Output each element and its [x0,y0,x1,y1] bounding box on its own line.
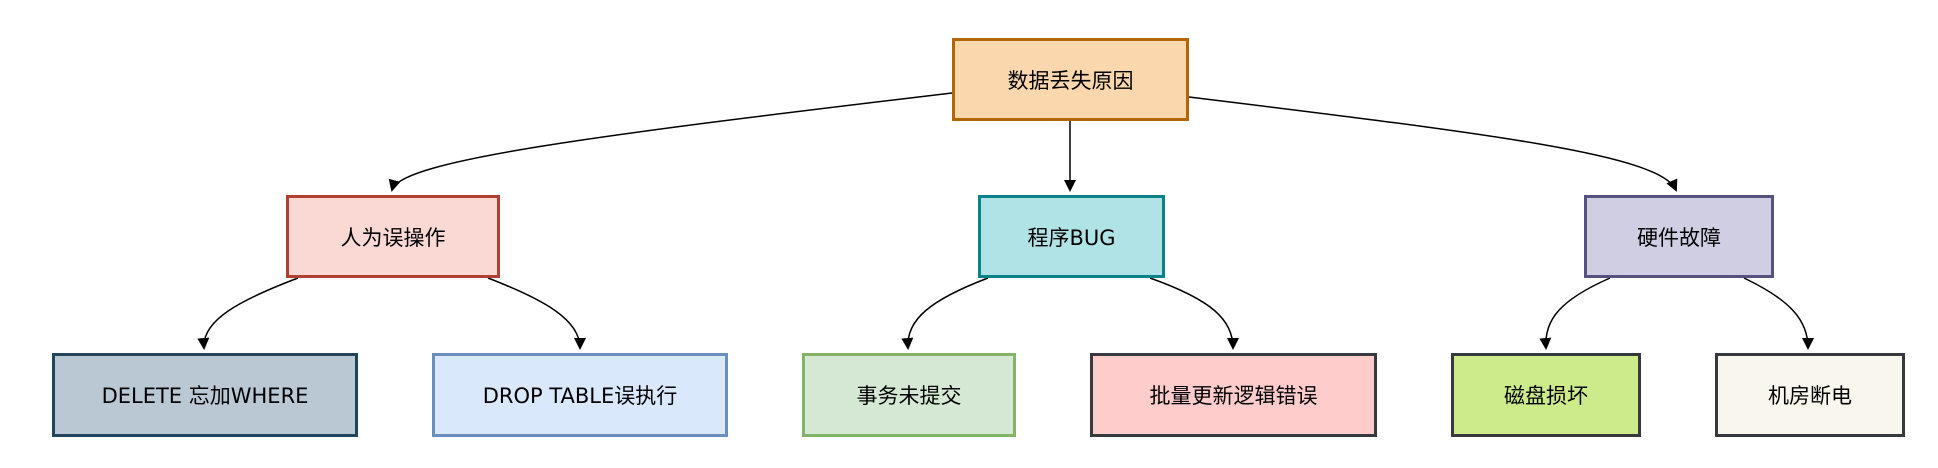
edge-program-bug-to-txn [901,277,989,350]
node-label: 人为误操作 [340,225,446,250]
node-transaction-not-committed: 事务未提交 [802,353,1016,437]
node-label: 事务未提交 [856,384,962,408]
edge-human-error-to-drop-table [487,277,586,350]
node-label: 程序BUG [1027,225,1116,250]
edge-hardware-to-power [1743,277,1814,350]
edge-hardware-to-disk [1539,277,1611,350]
node-program-bug: 程序BUG [978,195,1165,278]
node-datacenter-power-outage: 机房断电 [1715,353,1905,437]
edge-program-bug-to-batch-update [1149,277,1239,350]
node-label: 硬件故障 [1637,225,1721,250]
node-label: DELETE 忘加WHERE [101,384,309,408]
node-label: 批量更新逻辑错误 [1149,384,1318,408]
node-drop-table-mistake: DROP TABLE误执行 [432,353,728,437]
node-label: DROP TABLE误执行 [482,384,678,408]
edge-human-error-to-delete [197,277,299,350]
node-disk-damage: 磁盘损坏 [1451,353,1641,437]
edge-root-to-human-error [388,92,953,192]
node-data-loss-causes: 数据丢失原因 [952,38,1189,121]
node-human-error: 人为误操作 [286,195,500,278]
node-delete-without-where: DELETE 忘加WHERE [52,353,358,437]
node-label: 机房断电 [1768,384,1852,408]
node-batch-update-logic-error: 批量更新逻辑错误 [1090,353,1377,437]
node-label: 数据丢失原因 [1007,68,1134,93]
node-label: 磁盘损坏 [1504,384,1588,408]
edge-root-to-hardware-failure [1188,96,1678,192]
node-hardware-failure: 硬件故障 [1584,195,1774,278]
